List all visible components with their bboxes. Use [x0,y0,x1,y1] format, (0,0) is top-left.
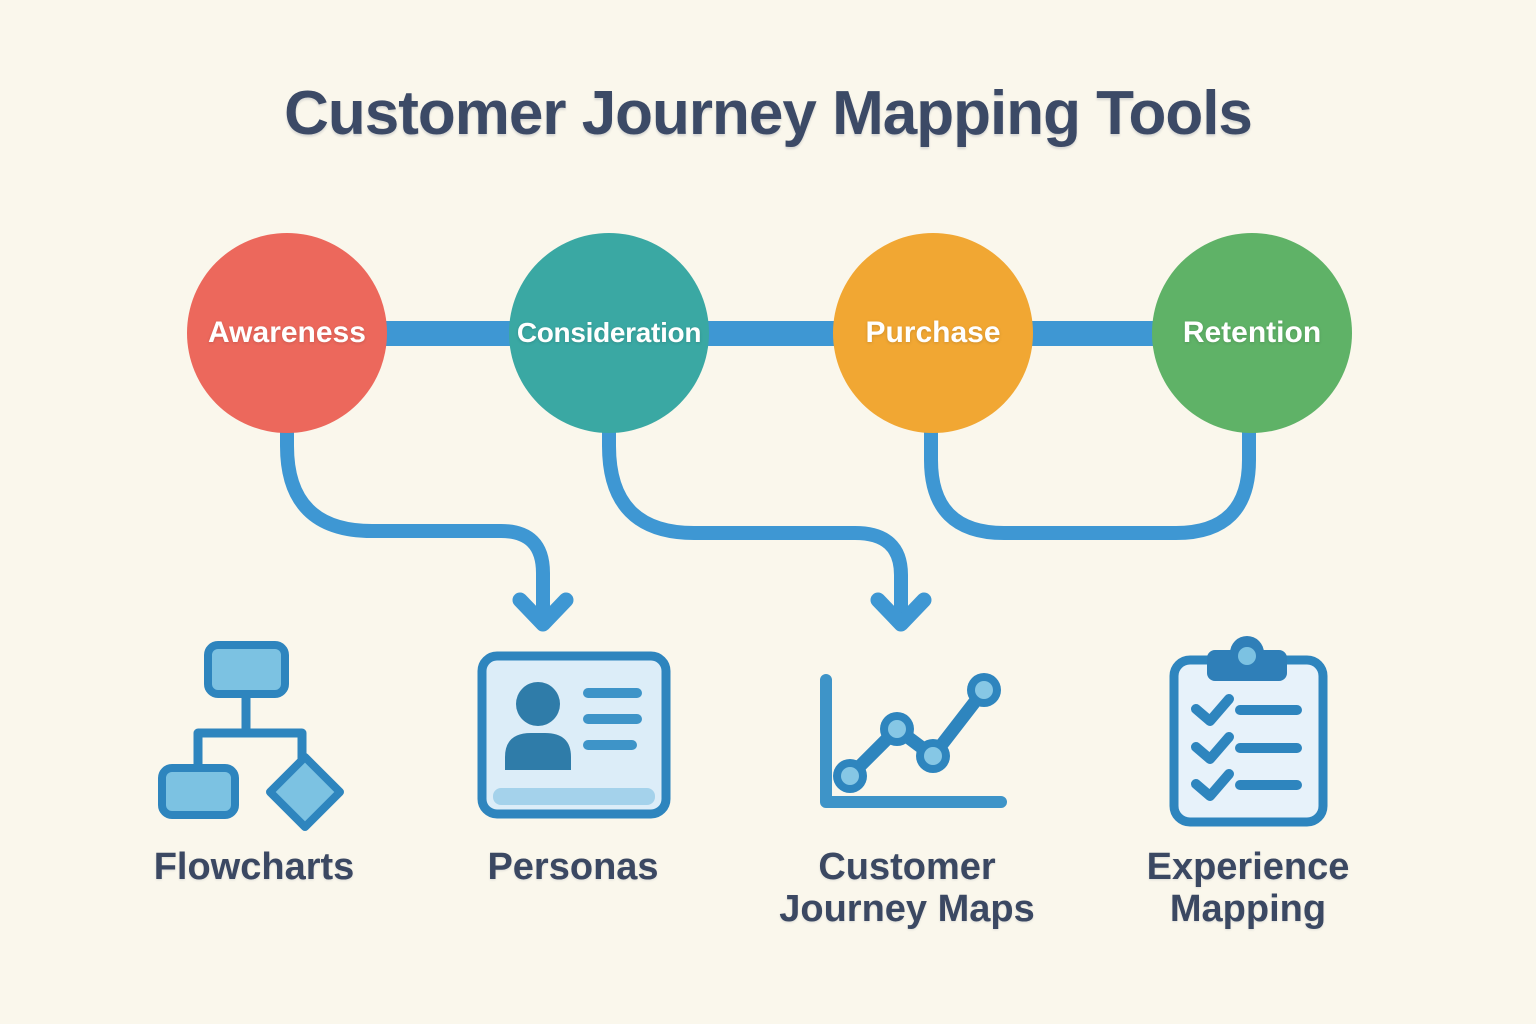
person-shoulders-icon [505,733,571,770]
tool-label-text: Flowcharts [153,846,355,888]
connector-consideration-curve [602,421,908,619]
clipboard-checklist-icon [1169,636,1328,827]
stage-circle-purchase [833,233,1033,433]
checkmark-icons [1191,694,1234,801]
timeline-connector-bar [287,321,1252,346]
line-chart-icon [820,673,1007,808]
arrow-down-icon [512,592,574,632]
person-head-icon [516,682,560,726]
tool-label-text: Customer Journey Maps [779,846,1035,930]
arrow-down-icon [870,592,932,632]
flowchart-diamond [266,753,344,831]
flowchart-icon [158,641,344,831]
stage-circle-retention [1152,233,1352,433]
page-title: Customer Journey Mapping Tools [284,79,1253,148]
chart-trend-line [843,683,991,783]
tool-label-text: Experience Mapping [1146,846,1350,930]
stage-circle-consideration [509,233,709,433]
flowchart-top-box [204,641,289,698]
id-card-footer-strip [493,788,655,805]
stage-label-awareness: Awareness [187,233,387,433]
stage-label-retention: Retention [1152,233,1352,433]
tool-label-experience-mapping: Experience Mapping [1108,846,1388,930]
stage-label-text: Retention [1182,316,1322,349]
tool-label-personas: Personas [433,846,713,888]
stage-label-text: Consideration [516,317,702,348]
tool-label-text: Personas [487,846,659,888]
flowchart-connector-lines [193,685,307,777]
chart-data-points [833,673,1001,793]
clipboard-clip-hole [1238,647,1256,665]
id-card-icon [477,651,671,819]
connector-purchase-retention-loop [924,421,1256,540]
stage-label-purchase: Purchase [833,233,1033,433]
stage-label-text: Awareness [208,316,366,349]
chart-axes [820,674,1007,808]
stage-label-consideration: Consideration [509,233,709,433]
stage-label-text: Purchase [865,316,1001,349]
flowchart-left-box [158,764,239,819]
clipboard-clip [1207,650,1287,681]
clipboard-body [1169,655,1328,827]
tool-label-customer-journey-maps: Customer Journey Maps [767,846,1047,930]
tool-label-flowcharts: Flowcharts [114,846,394,888]
id-card-text-lines [583,688,642,750]
connector-awareness-curve [280,421,550,619]
stage-circle-awareness [187,233,387,433]
checklist-text-lines [1235,705,1302,790]
